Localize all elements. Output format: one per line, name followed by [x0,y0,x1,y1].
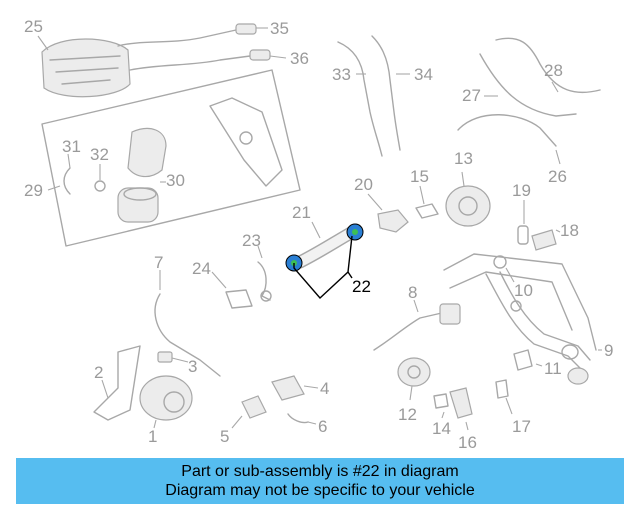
callout-12: 12 [398,405,417,424]
part-3-connector [157,351,173,363]
callout-22-leader [293,235,353,300]
callout-2: 2 [94,363,103,382]
callout-26: 26 [548,167,567,186]
part-33-tube [337,41,383,157]
part-36-sensor [129,49,271,71]
part-7-tube [154,293,221,377]
part-34-tube [371,35,401,151]
callout-10: 10 [514,281,533,300]
callout-29: 29 [24,181,43,200]
part-30-valve [117,187,159,223]
banner-part-line: Part or sub-assembly is #22 in diagram [181,463,459,480]
part-20-fitting [377,209,409,233]
callout-25: 25 [24,17,43,36]
callout-8: 8 [408,283,417,302]
callout-7: 7 [154,253,163,272]
callout-16: 16 [458,433,477,452]
part-5-hose [241,395,267,419]
part-16-pipe [449,387,473,419]
callout-13: 13 [454,149,473,168]
callout-30: 30 [166,171,185,190]
part-31-hose [63,167,71,195]
parts-diagram: 25 35 36 33 34 28 27 26 31 32 29 30 13 2… [24,17,613,452]
part-14-gasket [433,393,449,409]
callout-32: 32 [90,145,109,164]
part-18-fitting [531,229,557,251]
callout-15: 15 [410,167,429,186]
part-24-gasket [225,289,272,309]
callout-22: 22 [352,277,371,296]
callout-27: 27 [462,86,481,105]
subassembly-box [41,69,301,247]
callout-20: 20 [354,175,373,194]
part-2-bracket [93,345,141,421]
callout-9: 9 [604,341,613,360]
callout-28: 28 [544,61,563,80]
part-23-elbow [257,261,271,301]
part-bracket [127,97,283,187]
part-17-gasket [495,379,509,399]
callout-1: 1 [148,427,157,446]
part-13-pump [445,185,491,227]
callout-35: 35 [270,19,289,38]
callout-24: 24 [192,259,211,278]
part-32-clamp [94,180,106,192]
part-15-gasket [415,203,439,219]
part-12-valve [397,357,431,387]
callout-36: 36 [290,49,309,68]
part-28-pipe [495,37,601,94]
callout-23: 23 [242,231,261,250]
callout-17: 17 [512,417,531,436]
callout-3: 3 [188,357,197,376]
callout-14: 14 [432,419,451,438]
part-27-pipe [457,53,577,147]
banner-disclaimer-line: Diagram may not be specific to your vehi… [165,482,475,499]
part-4-elbow [271,375,305,401]
part-8-hose [373,311,447,351]
part-6-clamp [287,413,309,424]
part-1-pump [139,375,193,421]
callout-5: 5 [220,427,229,446]
callout-4: 4 [320,379,329,398]
part-19-gasket [517,225,529,245]
part-25-module [41,38,131,98]
callout-19: 19 [512,181,531,200]
callout-33: 33 [332,65,351,84]
callout-21: 21 [292,203,311,222]
info-banner: Part or sub-assembly is #22 in diagram D… [16,458,624,504]
callout-34: 34 [414,65,433,84]
callout-18: 18 [560,221,579,240]
callout-31: 31 [62,137,81,156]
callout-11: 11 [544,359,562,378]
callout-6: 6 [318,417,327,436]
part-9-pipe-assembly [443,253,597,385]
part-35-sensor [117,23,257,47]
